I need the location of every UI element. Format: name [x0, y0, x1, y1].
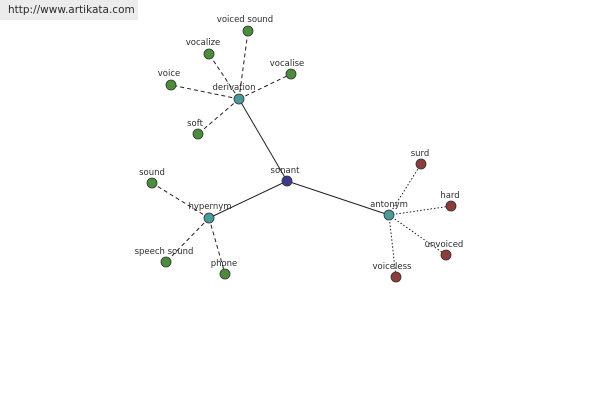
edge-hypernym-sound: [151, 182, 210, 219]
node-derivation-label: derivation: [212, 83, 255, 93]
edge-sonant-derivation: [238, 98, 288, 182]
node-vocalise-dot[interactable]: [285, 68, 297, 80]
node-unvoiced-dot[interactable]: [440, 249, 452, 261]
edge-antonym-unvoiced: [388, 214, 447, 256]
node-unvoiced-label: unvoiced: [425, 240, 464, 250]
node-sound-label: sound: [139, 168, 165, 178]
node-vocalize-dot[interactable]: [203, 48, 215, 60]
node-vocalise-label: vocalise: [270, 59, 305, 69]
node-phone-label: phone: [211, 259, 238, 269]
node-vocalise[interactable]: vocalise: [270, 59, 305, 80]
node-voiceless-dot[interactable]: [390, 271, 402, 283]
node-vocalize-label: vocalize: [186, 38, 221, 48]
node-soft-dot[interactable]: [192, 128, 204, 140]
node-speech-sound-label: speech sound: [135, 247, 194, 257]
edge-antonym-surd: [388, 163, 422, 216]
edge-derivation-voice: [170, 84, 240, 100]
node-antonym[interactable]: antonym: [370, 200, 408, 221]
edge-derivation-voiced-sound: [238, 30, 249, 100]
edge-derivation-vocalise: [238, 73, 292, 100]
node-voiced-sound-label: voiced sound: [217, 15, 273, 25]
node-vocalize[interactable]: vocalize: [186, 38, 221, 60]
node-phone-dot[interactable]: [219, 268, 231, 280]
node-voice-label: voice: [158, 69, 181, 79]
node-voiced-sound[interactable]: voiced sound: [217, 15, 273, 37]
node-antonym-label: antonym: [370, 200, 408, 210]
nodes-layer: sonant derivation hypernym antonym voiced so…: [135, 15, 464, 283]
node-antonym-dot[interactable]: [383, 209, 395, 221]
edge-hypernym-phone: [208, 217, 226, 275]
node-hard-dot[interactable]: [445, 200, 457, 212]
node-hard[interactable]: hard: [440, 191, 460, 212]
node-voiced-sound-dot[interactable]: [242, 25, 254, 37]
node-speech-sound[interactable]: speech sound: [135, 247, 194, 268]
node-sound-dot[interactable]: [146, 177, 158, 189]
node-sound[interactable]: sound: [139, 168, 165, 189]
node-voice-dot[interactable]: [165, 79, 177, 91]
edge-sonant-hypernym: [208, 180, 288, 219]
node-soft[interactable]: soft: [187, 119, 204, 140]
node-voiceless-label: voiceless: [373, 262, 413, 272]
edge-hypernym-speech-sound: [165, 217, 210, 263]
node-surd[interactable]: surd: [411, 149, 430, 170]
node-sonant[interactable]: sonant: [271, 166, 301, 187]
node-voice[interactable]: voice: [158, 69, 181, 91]
node-soft-label: soft: [187, 119, 203, 129]
node-hard-label: hard: [440, 191, 459, 201]
node-surd-dot[interactable]: [415, 158, 427, 170]
node-hypernym[interactable]: hypernym: [188, 202, 232, 224]
node-unvoiced[interactable]: unvoiced: [425, 240, 464, 261]
node-derivation-dot[interactable]: [233, 93, 245, 105]
edge-derivation-soft: [197, 98, 240, 135]
node-speech-sound-dot[interactable]: [160, 256, 172, 268]
node-sonant-dot[interactable]: [281, 175, 293, 187]
node-sonant-label: sonant: [271, 166, 301, 176]
source-url-link[interactable]: http://www.artikata.com: [0, 0, 138, 20]
node-hypernym-label: hypernym: [188, 202, 231, 212]
node-hypernym-dot[interactable]: [203, 212, 215, 224]
node-phone[interactable]: phone: [211, 259, 238, 280]
node-voiceless[interactable]: voiceless: [373, 262, 413, 283]
node-surd-label: surd: [411, 149, 430, 159]
edge-sonant-antonym: [286, 180, 390, 216]
edges-layer: [151, 30, 452, 278]
node-derivation[interactable]: derivation: [212, 83, 256, 105]
edge-derivation-vocalize: [208, 53, 240, 100]
